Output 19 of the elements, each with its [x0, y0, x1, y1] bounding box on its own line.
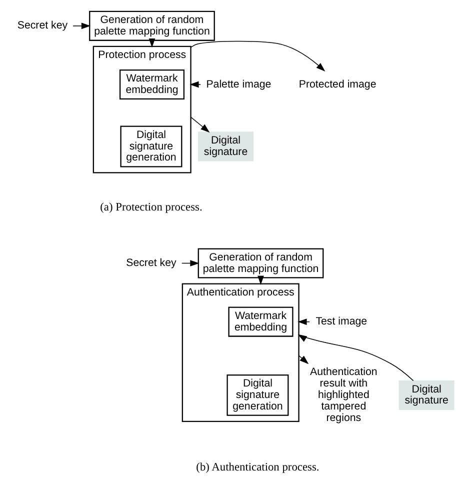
node-text: Palette image — [206, 78, 272, 90]
node-text: Protected image — [298, 78, 376, 90]
arrow — [190, 116, 210, 133]
label: (b) Authentication process. — [196, 462, 320, 474]
node-box: Watermark embedding — [119, 69, 184, 100]
node-text: Secret key — [126, 257, 176, 270]
arrow — [190, 40, 326, 72]
node-box: Digital signature — [398, 380, 454, 410]
arrow — [298, 355, 309, 364]
node-text: Authentication result with highlighted tampered regions — [310, 366, 378, 424]
label: (a) Protection process. — [100, 201, 202, 214]
node-box: Digital signature generation — [226, 374, 289, 416]
node-text: Test image — [316, 316, 368, 328]
arrow — [298, 334, 414, 382]
node-text: Secret key — [17, 20, 68, 32]
arrow — [72, 22, 91, 30]
node-box: Digital signature generation — [120, 126, 182, 168]
node-box: Watermark embedding — [228, 306, 294, 337]
node-box: Digital signature — [198, 132, 254, 162]
